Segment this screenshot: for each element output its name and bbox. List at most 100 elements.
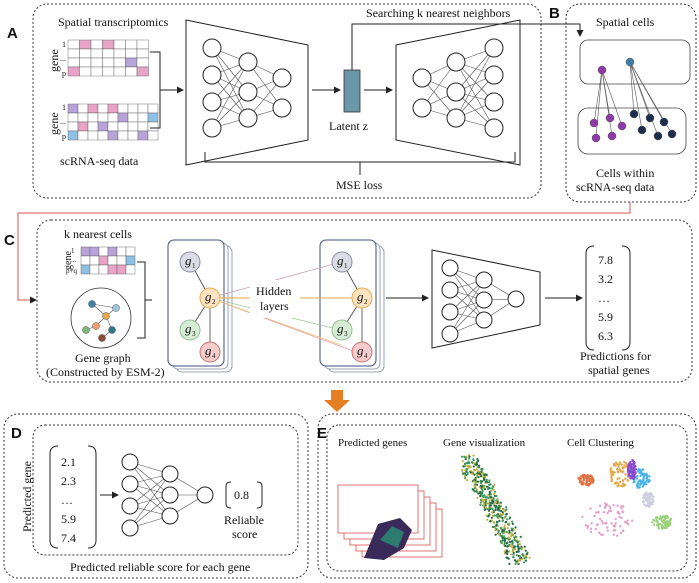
d-bracket-right [87,445,97,549]
cluster-point [621,482,625,485]
esm2-label: (Constructed by ESM-2) [46,365,165,379]
spatial-matrix [67,39,149,77]
d-values: 2.12.3…5.97.4 [61,455,76,545]
matrix-cell [137,112,149,123]
edge-g2-g4b [209,297,342,346]
tissue-point [473,490,476,493]
tissue-point [495,527,498,530]
panel-b: B Spatial cells Cells within scRNA-seq d… [549,3,697,203]
cluster-point [647,505,651,508]
tissue-point [511,522,514,526]
cluster-point [586,526,589,530]
cell-clustering-title: Cell Clustering [567,437,634,449]
predicted-gene-value: 2.1 [61,455,76,469]
cluster-point [642,483,646,486]
cluster-point [622,505,625,508]
tissue-point [508,529,511,532]
matrix-cell [89,264,100,275]
cluster-point [618,512,621,515]
scrna-row-p: p [62,132,66,141]
matrix-cell [107,130,119,141]
matrix-cell [80,246,91,257]
scrna-seq-data-label: scRNA-seq data [576,180,655,194]
tissue-point [511,520,514,523]
matrix-cell [80,255,91,266]
spatial-cell-purple [597,65,607,75]
network-node [475,291,493,309]
cluster-point [624,473,627,476]
score-label: score [232,527,257,541]
tissue-point [482,501,485,504]
tissue-point [477,466,480,469]
tissue-point [487,502,490,505]
cluster-point [650,497,653,501]
gene-node-g1 [331,251,353,273]
matrix-cell [125,48,138,59]
panel-d-label: D [11,425,22,442]
tissue-point [489,501,492,505]
tissue-point [474,463,478,466]
gene-node-letter: g [185,253,192,268]
tissue-point [477,459,480,462]
matrix-cell [116,255,127,266]
tissue-point [506,523,510,526]
cluster-point [638,486,641,489]
matrix-cell [107,121,119,132]
network-node [196,486,214,504]
cluster-point [631,475,634,478]
matrix-cell [67,57,80,68]
tissue-point [475,461,478,464]
network-node [446,82,466,102]
cluster-point [605,522,608,525]
tissue-point [461,455,464,458]
cluster-point [652,518,655,522]
cluster-point [638,471,641,474]
panel-c-label: C [4,232,15,249]
cluster-point [601,533,604,537]
encoder-network [202,38,292,138]
cluster-point [644,504,648,507]
matrix-cell [67,130,79,141]
matrix-cell [77,130,89,141]
cluster-point [641,468,644,471]
tissue-point [504,544,507,547]
matrix-cell [102,39,115,50]
cluster-point [610,522,613,525]
predicted-gene-value: 5.9 [61,512,76,526]
tissue-point [472,459,475,462]
spatial-cell-teal [625,57,635,67]
cluster-point [619,525,622,528]
network-edge [211,61,249,129]
cluster-point [644,483,648,486]
tissue-point [487,481,491,484]
cluster-point [612,464,616,467]
tissue-point [491,487,494,490]
tissue-point [501,535,504,538]
tissue-point [491,499,494,503]
tissue-point [473,487,477,490]
tissue-point [492,521,495,524]
cluster-point [599,533,603,536]
gene-node-g4 [199,341,221,363]
cluster-point [613,525,616,528]
network-node [475,271,493,289]
tissue-point [495,524,498,527]
tissue-point [518,540,521,543]
tissue-point [488,479,491,482]
cluster-point [596,523,599,526]
tissue-point [481,468,484,471]
reliable-score-value: 0.8 [234,488,249,502]
cluster-point [585,474,588,478]
tissue-point [498,509,501,512]
tissue-point [482,475,485,478]
panel-d: D Predicted gene 2.12.3…5.97.4 0.8 Relia… [3,413,309,579]
tissue-point [511,546,514,549]
gene-visualization-image [461,454,531,566]
spatial-cells-box [579,39,691,85]
cluster-point [630,466,633,470]
network-node [121,475,139,493]
tissue-point [475,488,478,491]
tissue-point [513,538,516,542]
cluster-point [623,464,626,467]
matrix-cell [67,103,79,114]
